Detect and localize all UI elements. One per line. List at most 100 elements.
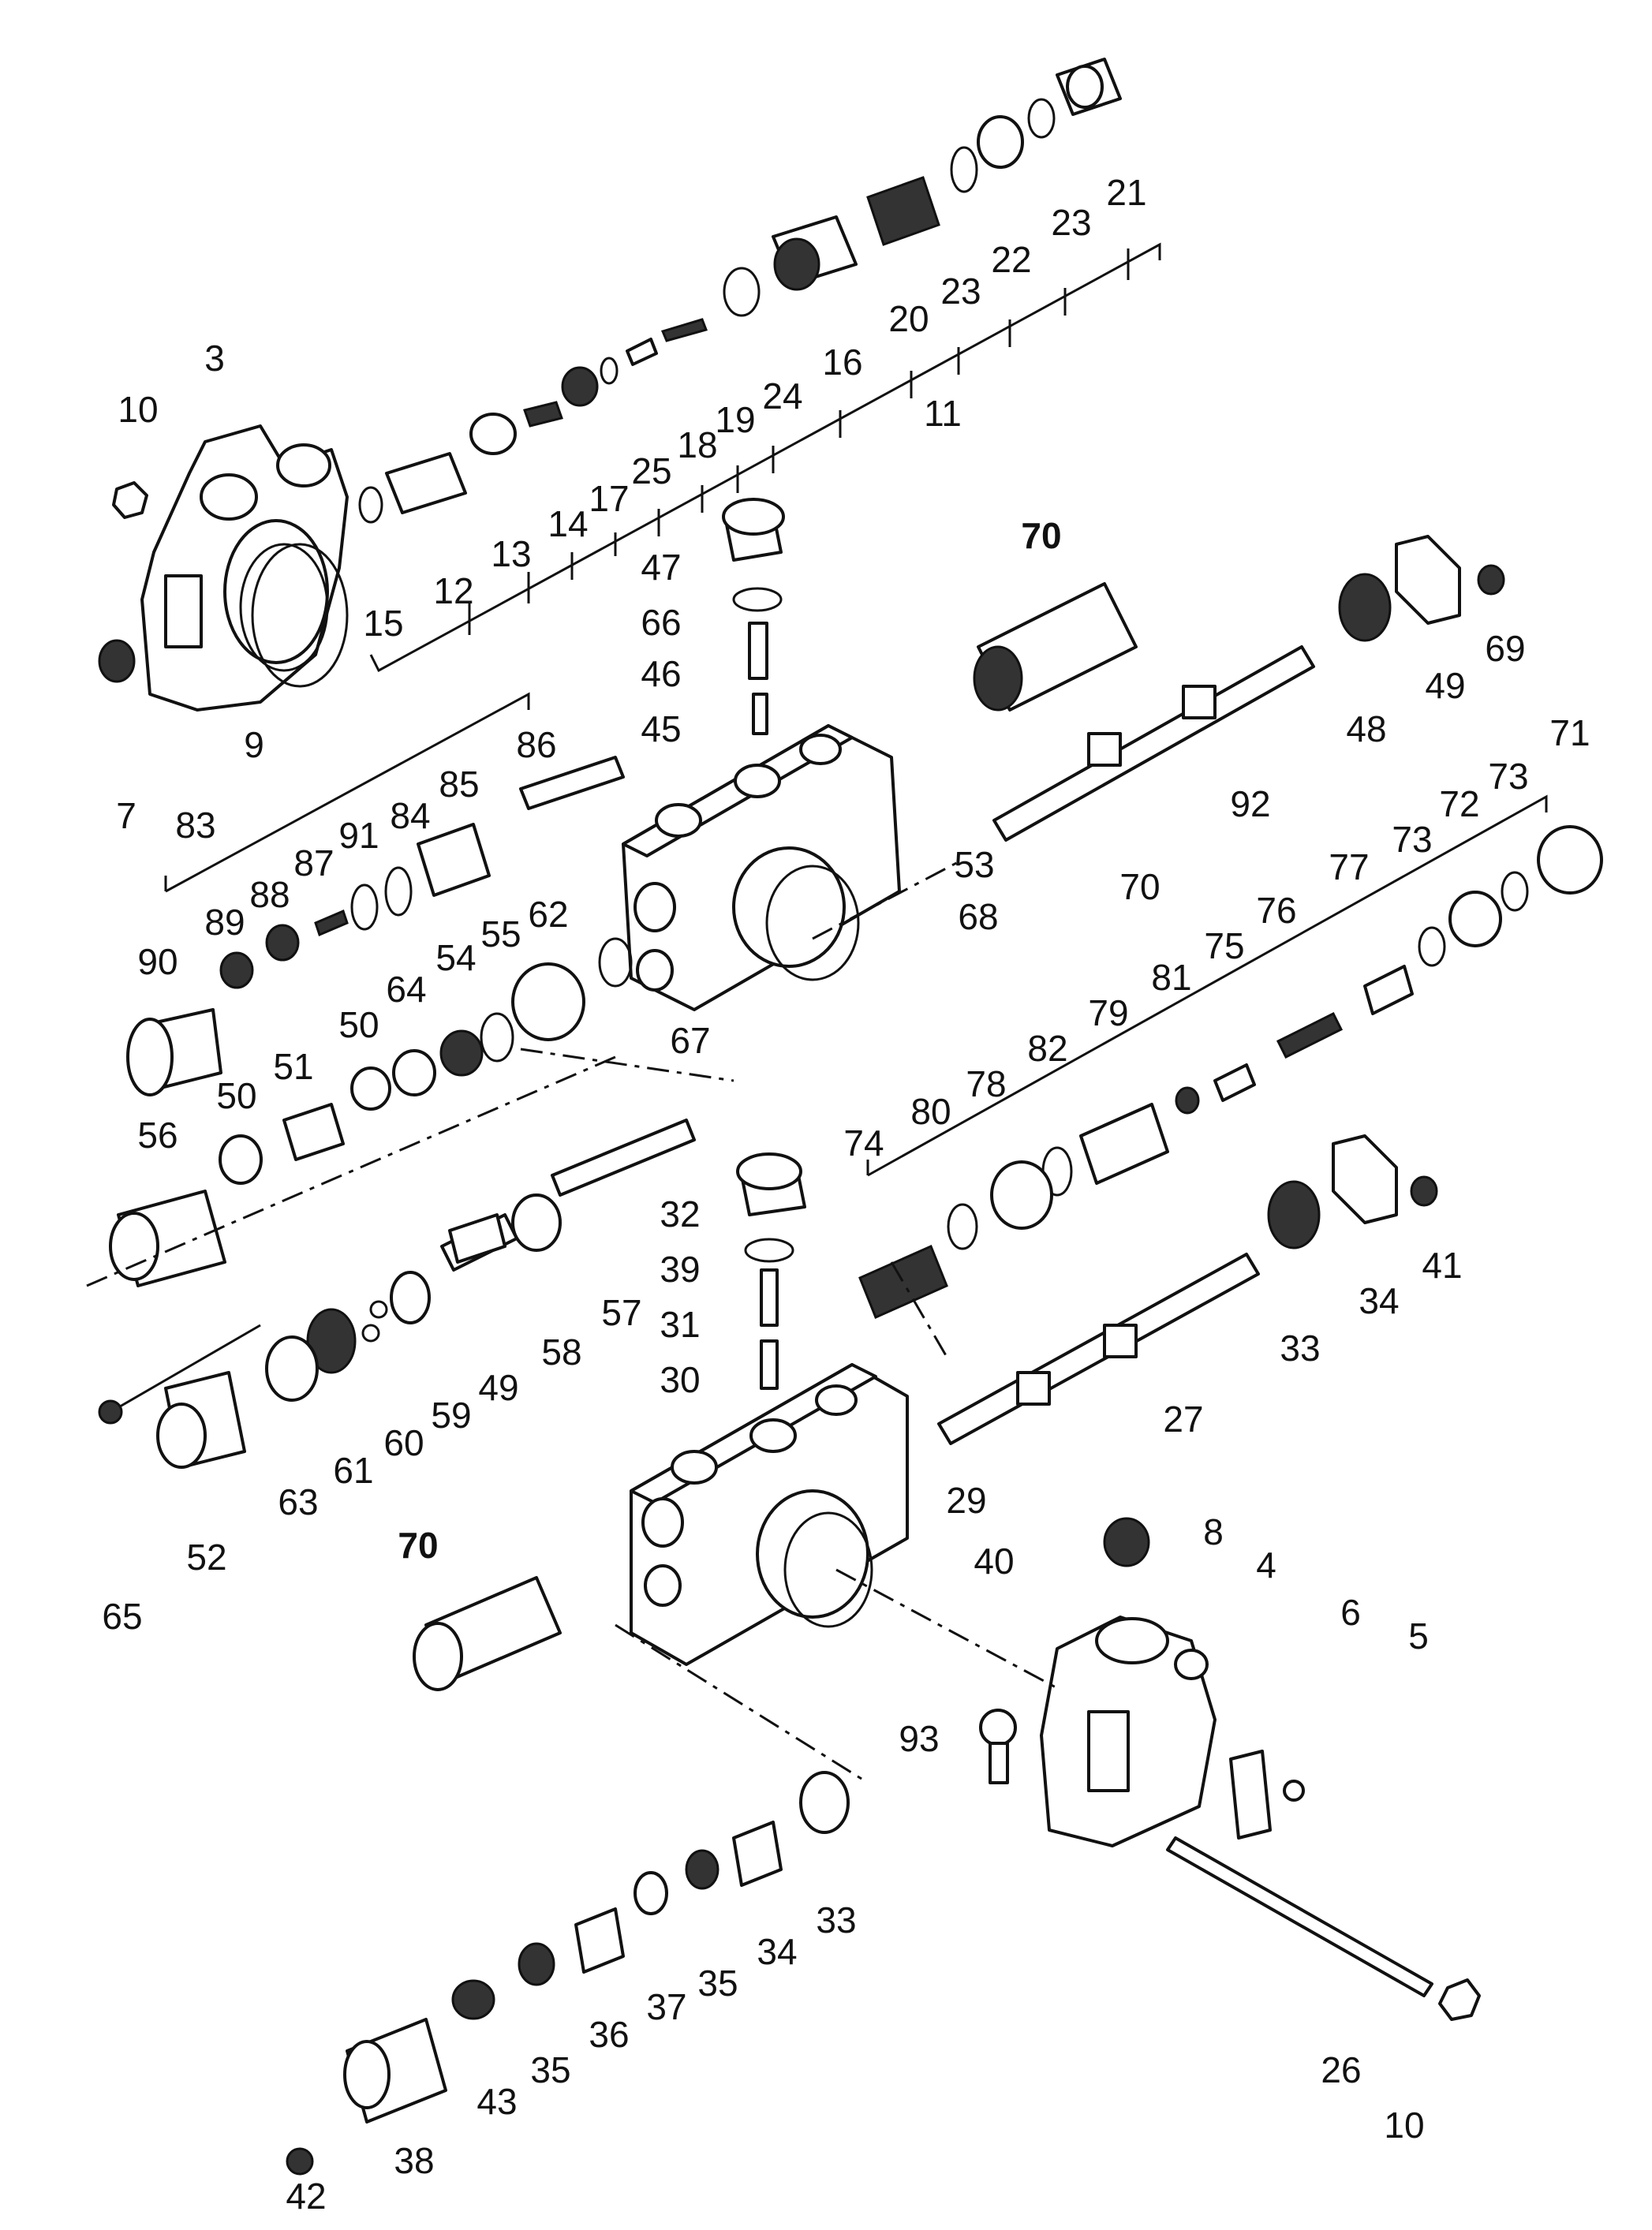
label-72: 72 bbox=[1439, 783, 1479, 824]
label-52: 52 bbox=[186, 1537, 226, 1578]
label-77: 77 bbox=[1329, 846, 1369, 887]
label-57: 57 bbox=[601, 1292, 641, 1333]
label-70-top: 70 bbox=[1021, 515, 1061, 556]
label-83: 83 bbox=[175, 805, 215, 846]
label-87: 87 bbox=[293, 842, 334, 883]
label-8: 8 bbox=[1203, 1511, 1224, 1552]
label-58: 58 bbox=[541, 1332, 581, 1373]
oring-part-9 bbox=[251, 543, 349, 688]
label-55: 55 bbox=[480, 913, 521, 954]
label-37: 37 bbox=[646, 1986, 686, 2027]
label-17: 17 bbox=[589, 478, 629, 519]
label-66: 66 bbox=[641, 602, 681, 643]
label-73-b: 73 bbox=[1488, 756, 1528, 797]
label-23-a: 23 bbox=[940, 271, 981, 312]
label-61: 61 bbox=[333, 1450, 373, 1491]
bracket-part-70 bbox=[866, 794, 1548, 1177]
label-86: 86 bbox=[516, 724, 556, 765]
label-16: 16 bbox=[822, 342, 862, 383]
label-91: 91 bbox=[338, 815, 379, 856]
label-56: 56 bbox=[137, 1115, 178, 1156]
valve-body-part-29 bbox=[630, 1363, 909, 1666]
label-23-b: 23 bbox=[1051, 202, 1091, 243]
label-49-top: 49 bbox=[1425, 665, 1465, 706]
tie-rod-part-26 bbox=[1166, 1836, 1481, 2021]
label-34-right: 34 bbox=[1359, 1280, 1399, 1321]
label-63: 63 bbox=[278, 1481, 318, 1522]
label-59: 59 bbox=[431, 1395, 471, 1436]
label-11: 11 bbox=[924, 393, 962, 434]
label-35-a: 35 bbox=[697, 1963, 738, 2004]
label-33-right: 33 bbox=[1280, 1328, 1320, 1369]
leader-lines-top-row bbox=[468, 248, 1130, 635]
label-34-bottom: 34 bbox=[757, 1931, 797, 1972]
label-74: 74 bbox=[843, 1122, 884, 1164]
solenoid-part-70-top bbox=[973, 582, 1138, 712]
label-10-bottom: 10 bbox=[1384, 2105, 1424, 2146]
label-49-mid: 49 bbox=[478, 1367, 518, 1408]
label-71: 71 bbox=[1549, 712, 1590, 753]
label-81: 81 bbox=[1151, 957, 1191, 998]
label-35-b: 35 bbox=[530, 2049, 570, 2090]
label-21: 21 bbox=[1106, 172, 1146, 213]
label-19: 19 bbox=[715, 399, 755, 440]
label-65: 65 bbox=[102, 1596, 142, 1637]
label-43: 43 bbox=[477, 2081, 517, 2122]
relief-valve-parts bbox=[358, 58, 1122, 524]
left-valve-parts-row1 bbox=[126, 756, 625, 1096]
oring-part-68 bbox=[765, 865, 860, 981]
label-76: 76 bbox=[1256, 890, 1296, 931]
label-10-top: 10 bbox=[118, 389, 158, 430]
label-38: 38 bbox=[394, 2140, 434, 2181]
bolt-part-5 bbox=[1283, 1780, 1305, 1802]
label-7: 7 bbox=[116, 795, 136, 836]
label-9: 9 bbox=[244, 724, 264, 765]
label-67: 67 bbox=[670, 1020, 710, 1061]
label-85: 85 bbox=[439, 764, 479, 805]
label-75: 75 bbox=[1204, 925, 1244, 966]
label-42: 42 bbox=[286, 2176, 326, 2217]
label-12: 12 bbox=[433, 570, 473, 611]
label-50-a: 50 bbox=[338, 1004, 379, 1045]
label-82: 82 bbox=[1027, 1028, 1067, 1069]
label-47: 47 bbox=[641, 547, 681, 588]
nut-part-10-top bbox=[112, 481, 148, 519]
spool-part-27 bbox=[937, 1253, 1260, 1445]
label-84: 84 bbox=[390, 795, 430, 836]
label-36: 36 bbox=[589, 2014, 629, 2055]
end-cover-part-4 bbox=[1040, 1616, 1217, 1847]
label-78: 78 bbox=[966, 1063, 1006, 1104]
label-13: 13 bbox=[491, 533, 531, 574]
label-30: 30 bbox=[660, 1359, 700, 1400]
label-79: 79 bbox=[1088, 992, 1128, 1033]
label-88: 88 bbox=[249, 874, 290, 915]
label-22: 22 bbox=[991, 239, 1031, 280]
label-4: 4 bbox=[1256, 1545, 1276, 1586]
label-18: 18 bbox=[677, 424, 717, 465]
left-valve-parts-row2 bbox=[109, 937, 633, 1287]
bolt-part-93 bbox=[979, 1709, 1017, 1784]
label-29: 29 bbox=[946, 1480, 986, 1521]
valve-body-part-53 bbox=[622, 724, 901, 1011]
plug-part-7 bbox=[98, 639, 136, 683]
label-54: 54 bbox=[435, 937, 476, 978]
plate-part-6 bbox=[1229, 1750, 1272, 1840]
label-68: 68 bbox=[958, 896, 998, 937]
label-33-bottom: 33 bbox=[816, 1899, 856, 1941]
oring-part-40 bbox=[783, 1511, 873, 1628]
right-valve-parts-row bbox=[858, 825, 1603, 1320]
label-80: 80 bbox=[910, 1091, 951, 1132]
label-89: 89 bbox=[204, 902, 245, 943]
label-25: 25 bbox=[631, 450, 671, 491]
bearing-part-48 bbox=[1338, 573, 1392, 642]
label-92: 92 bbox=[1230, 783, 1270, 824]
plug-part-47 bbox=[722, 498, 785, 735]
bolt-part-69 bbox=[1477, 564, 1505, 596]
label-51: 51 bbox=[273, 1046, 313, 1087]
bottom-left-parts bbox=[286, 1771, 850, 2176]
label-26: 26 bbox=[1321, 2049, 1361, 2090]
label-3: 3 bbox=[204, 338, 225, 379]
plug-part-32 bbox=[736, 1152, 806, 1390]
label-64: 64 bbox=[386, 969, 426, 1010]
label-50-b: 50 bbox=[216, 1075, 256, 1116]
